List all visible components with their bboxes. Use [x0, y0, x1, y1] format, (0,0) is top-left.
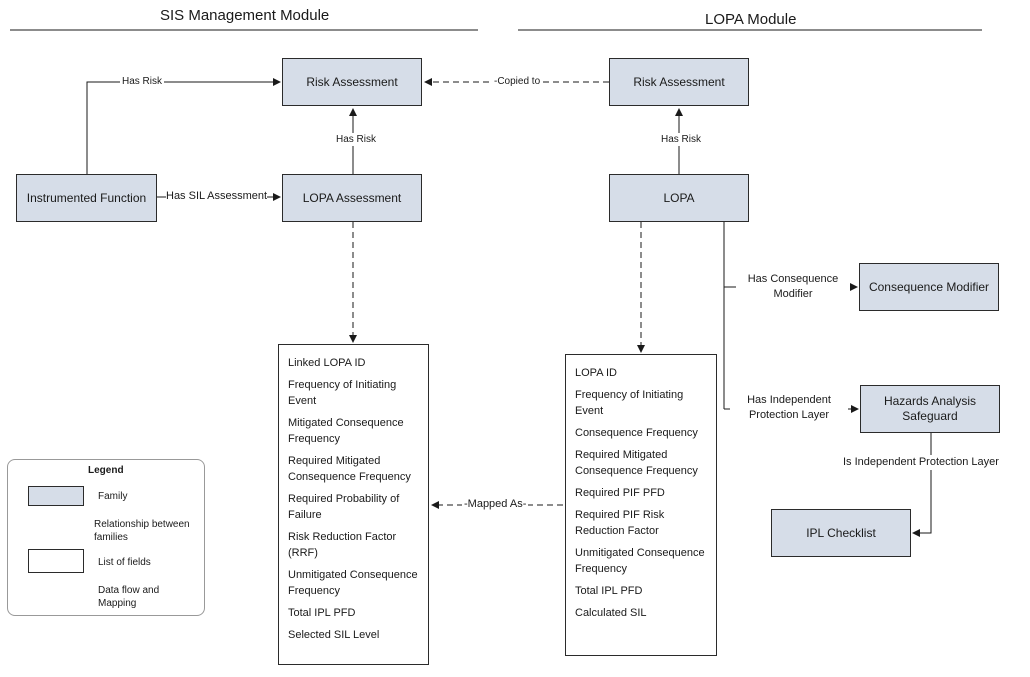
legend-family-swatch	[28, 486, 84, 506]
field-item: Total IPL PFD	[288, 607, 356, 619]
field-item: Consequence Frequency	[575, 427, 698, 439]
field-item: Required PIF PFD	[575, 487, 665, 499]
legend-family-label: Family	[98, 491, 128, 502]
field-item: Frequency of Initiating Event	[575, 389, 684, 417]
label-mapped-as: -Mapped As-	[462, 497, 529, 512]
legend-dataflow-label: Data flow and Mapping	[98, 585, 160, 609]
field-item: Required Probability of Failure	[288, 493, 400, 521]
field-item: Mitigated Consequence Frequency	[288, 417, 404, 445]
node-lopa[interactable]: LOPA	[609, 174, 749, 222]
legend-relationship-label: Relationship between families	[94, 519, 190, 543]
field-item: Risk Reduction Factor (RRF)	[288, 531, 397, 559]
node-risk-assessment-lopa[interactable]: Risk Assessment	[609, 58, 749, 106]
node-risk-assessment-sis[interactable]: Risk Assessment	[282, 58, 422, 106]
label-has-sil-assessment: Has SIL Assessment	[166, 189, 268, 204]
node-hazards-analysis-safeguard[interactable]: Hazards Analysis Safeguard	[860, 385, 1000, 433]
sis-module-title: SIS Management Module	[160, 7, 330, 24]
label-is-independent-protection-layer: Is Independent Protection Layer	[843, 455, 999, 470]
field-item: Unmitigated Consequence Frequency	[575, 547, 705, 575]
field-item: Linked LOPA ID	[288, 357, 366, 369]
legend-title: Legend	[88, 465, 124, 476]
lopa-module-title: LOPA Module	[705, 11, 797, 28]
node-consequence-modifier[interactable]: Consequence Modifier	[859, 263, 999, 311]
field-item: Unmitigated Consequence Frequency	[288, 569, 418, 597]
field-item: Calculated SIL	[575, 607, 647, 619]
node-lopa-assessment[interactable]: LOPA Assessment	[282, 174, 422, 222]
field-item: Required Mitigated Consequence Frequency	[288, 455, 411, 483]
field-item: Selected SIL Level	[288, 629, 380, 641]
label-has-independent-protection-layer: Has Independent Protection Layer	[730, 393, 848, 423]
label-has-consequence-modifier: Has Consequence Modifier	[736, 272, 850, 302]
label-copied-to: -Copied to	[491, 75, 544, 88]
lopa-assessment-field-list: Linked LOPA ID Frequency of Initiating E…	[278, 344, 429, 665]
field-item: LOPA ID	[575, 367, 617, 379]
field-item: Required Mitigated Consequence Frequency	[575, 449, 698, 477]
node-ipl-checklist[interactable]: IPL Checklist	[771, 509, 911, 557]
field-item: Required PIF Risk Reduction Factor	[575, 509, 665, 537]
legend-fields-label: List of fields	[98, 557, 151, 568]
label-has-risk-top: Has Risk	[120, 75, 165, 88]
lopa-field-list: LOPA ID Frequency of Initiating Event Co…	[565, 354, 717, 656]
edge-is-ipl	[912, 433, 932, 537]
edge-if-has-risk	[86, 78, 281, 174]
field-item: Total IPL PFD	[575, 585, 643, 597]
field-item: Frequency of Initiating Event	[288, 379, 397, 407]
node-instrumented-function[interactable]: Instrumented Function	[16, 174, 157, 222]
legend-fields-swatch	[28, 549, 84, 573]
label-has-risk-left: Has Risk	[335, 133, 378, 146]
label-has-risk-right: Has Risk	[660, 133, 703, 146]
legend: Legend Family Relationship between famil…	[7, 459, 205, 616]
